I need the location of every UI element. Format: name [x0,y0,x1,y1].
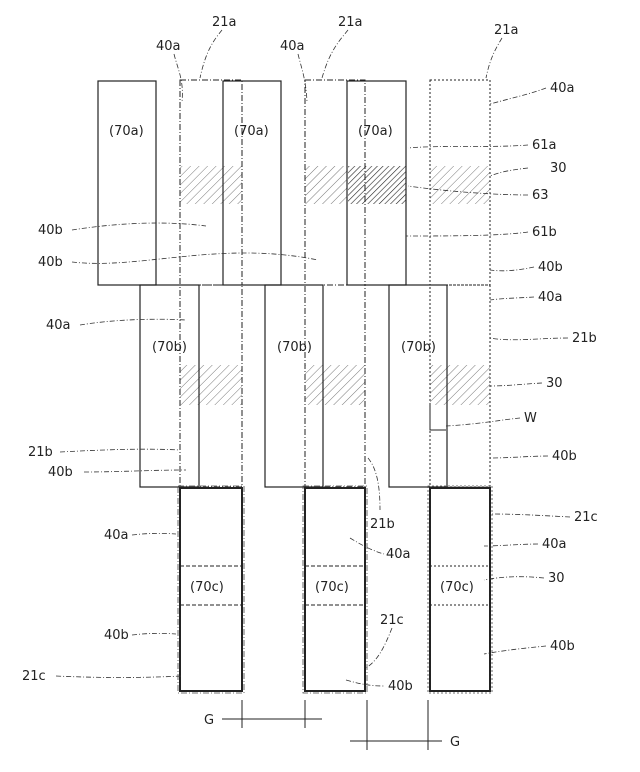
label-30-3: 30 [548,571,565,586]
label-21c-3: 21c [22,669,46,684]
label-21b-3: 21b [370,517,395,532]
label-40b-7: 40b [550,639,575,654]
label-21a-2: 21a [338,15,363,30]
label-70a-2: (70a) [234,124,269,139]
label-21a-1: 21a [212,15,237,30]
label-63: 63 [532,188,549,203]
label-40a-6: 40a [104,528,129,543]
label-40a-4: 40a [538,290,563,305]
region-30-a1 [180,166,242,204]
w-notch [430,405,446,430]
region-30-a3 [430,166,490,204]
label-21c-2: 21c [380,613,404,628]
label-40b-2: 40b [38,255,63,270]
label-40b-6: 40b [104,628,129,643]
label-70c-2: (70c) [315,580,349,595]
label-30-2: 30 [546,376,563,391]
label-40a-3: 40a [550,81,575,96]
label-70b-2: (70b) [277,340,312,355]
label-w: W [524,411,537,426]
region-30-a2 [305,166,347,204]
label-40a-2: 40a [280,39,305,54]
label-40a-5: 40a [46,318,71,333]
label-40a-7: 40a [542,537,567,552]
label-70c-3: (70c) [440,580,474,595]
label-21b-1: 21b [572,331,597,346]
label-g-2: G [450,735,460,750]
label-40a-1: 40a [156,39,181,54]
region-30-b3 [430,365,490,405]
label-21b-2: 21b [28,445,53,460]
label-40b-8: 40b [388,679,413,694]
label-21a-3: 21a [494,23,519,38]
label-40b-1: 40b [38,223,63,238]
region-30-b2 [305,365,365,405]
label-70a-1: (70a) [109,124,144,139]
label-70c-1: (70c) [190,580,224,595]
label-40b-4: 40b [552,449,577,464]
label-40a-8: 40a [386,547,411,562]
box-70a-1 [98,81,156,285]
label-61a: 61a [532,138,557,153]
label-70a-3: (70a) [358,124,393,139]
region-30-b1 [180,365,242,405]
label-g-1: G [204,713,214,728]
label-21c-1: 21c [574,510,598,525]
label-70b-3: (70b) [401,340,436,355]
label-40b-5: 40b [48,465,73,480]
label-30-1: 30 [550,161,567,176]
label-40b-3: 40b [538,260,563,275]
region-63 [348,166,406,204]
label-70b-1: (70b) [152,340,187,355]
label-61b: 61b [532,225,557,240]
